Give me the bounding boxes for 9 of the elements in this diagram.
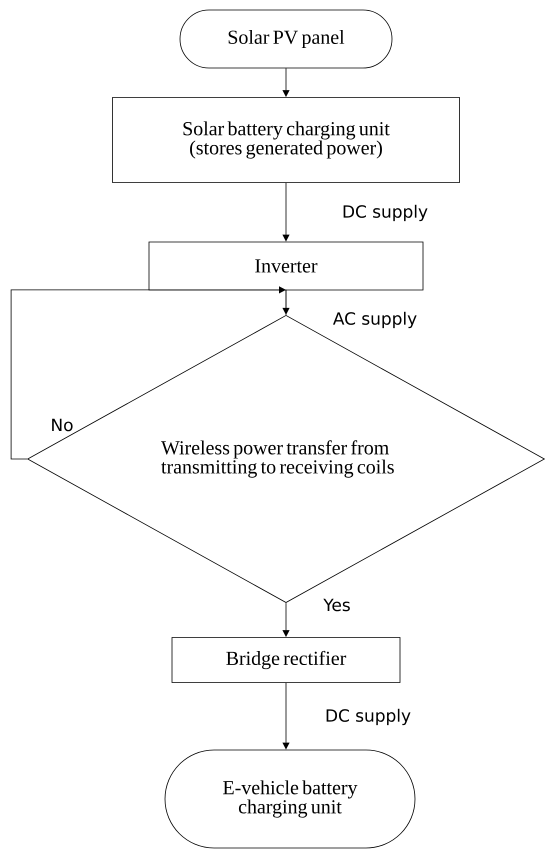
arrow (10, 286, 286, 460)
edge-label: No (49, 418, 75, 432)
process-box: Inverter (148, 242, 424, 290)
edge-label: DC supply (324, 708, 412, 726)
process-box: Bridge rectifier (172, 637, 400, 683)
process-box: Solar battery charging unit (stores generated power) (112, 97, 460, 183)
edge-label: DC supply (340, 204, 430, 222)
terminal-box: E-vehicle battery charging unit (164, 750, 416, 848)
terminal-box: Solar PV panel (180, 10, 392, 68)
